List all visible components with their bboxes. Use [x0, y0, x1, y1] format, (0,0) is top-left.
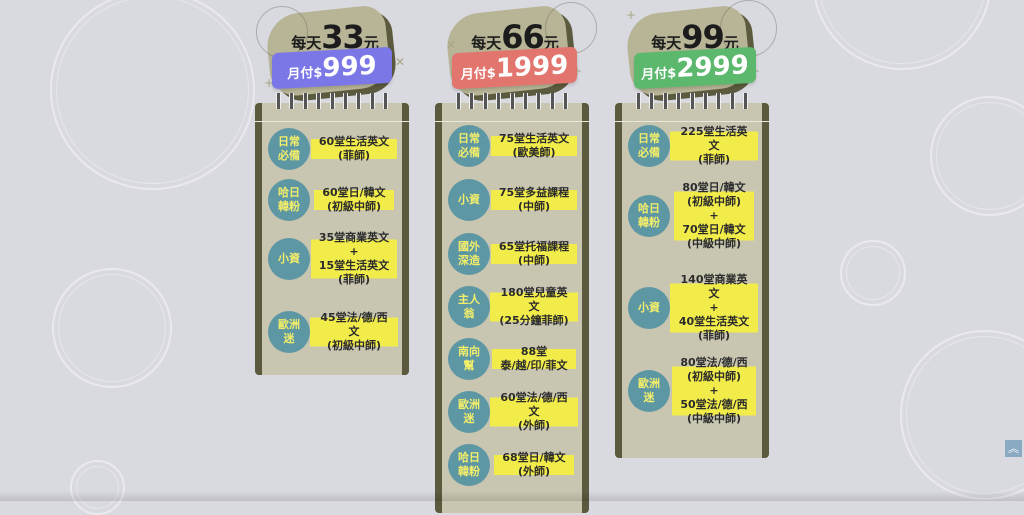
plan-item: 小資 35堂商業英文+15堂生活英文(菲師)	[268, 231, 398, 287]
item-description: 75堂多益課程(中師)	[490, 186, 578, 214]
item-description: 88堂泰/越/印/菲文	[490, 345, 578, 373]
price-header: + + 每天99元 月付$2999	[610, 0, 780, 105]
category-badge: 小資	[268, 238, 310, 280]
decorative-ring	[812, 0, 992, 70]
item-description: 60堂生活英文(菲師)	[310, 135, 398, 163]
category-badge: 歐洲迷	[628, 370, 670, 412]
item-description: 80堂日/韓文(初級中師)+70堂日/韓文(中級中師)	[670, 181, 758, 251]
daily-prefix: 每天	[471, 34, 502, 52]
category-badge: 日常必備	[448, 125, 490, 167]
plan-item: 歐洲迷 45堂法/德/西文(初級中師)	[268, 311, 398, 353]
spiral-binding	[456, 93, 568, 109]
item-description: 60堂日/韓文(初級中師)	[310, 186, 398, 214]
category-badge: 國外深造	[448, 233, 490, 275]
daily-prefix: 每天	[291, 34, 322, 52]
decorative-ring	[900, 330, 1024, 500]
item-description: 68堂日/韓文(外師)	[490, 451, 578, 479]
plan-card-basic: ✕ + 每天33元 月付$999 日常必備 60堂生活英文(菲師) 哈日韓粉 6…	[250, 0, 420, 501]
item-description: 80堂法/德/西(初級中師)+50堂法/德/西(中級中師)	[670, 356, 758, 426]
category-badge: 小資	[448, 179, 490, 221]
decorative-ring	[50, 0, 255, 190]
plan-item: 小資 140堂商業英文+40堂生活英文(菲師)	[628, 273, 758, 343]
monthly-amount: 2999	[676, 50, 749, 84]
plan-item: 小資 75堂多益課程(中師)	[448, 179, 578, 221]
item-description: 60堂法/德/西文(外師)	[490, 391, 578, 433]
item-description: 75堂生活英文(歐美師)	[490, 132, 578, 160]
category-badge: 南向幫	[448, 338, 490, 380]
notepad: 日常必備 60堂生活英文(菲師) 哈日韓粉 60堂日/韓文(初級中師) 小資 3…	[255, 93, 409, 375]
pad-top-line	[615, 103, 769, 122]
price-header: ✕ + 每天66元 月付$1999	[430, 0, 600, 105]
plan-item: 日常必備 60堂生活英文(菲師)	[268, 128, 398, 170]
plan-item: 哈日韓粉 68堂日/韓文(外師)	[448, 444, 578, 486]
plan-item: 南向幫 88堂泰/越/印/菲文	[448, 338, 578, 380]
decorative-ring	[840, 240, 906, 306]
daily-prefix: 每天	[651, 34, 682, 52]
sparkle-icon: ✕	[395, 55, 406, 69]
item-description: 65堂托福課程(中師)	[490, 240, 578, 268]
item-description: 225堂生活英文(菲師)	[670, 125, 758, 167]
plan-item: 歐洲迷 60堂法/德/西文(外師)	[448, 391, 578, 433]
scroll-to-top-button[interactable]: ︽	[1005, 440, 1022, 457]
category-badge: 哈日韓粉	[268, 179, 310, 221]
decorative-ring	[930, 96, 1024, 216]
category-badge: 日常必備	[268, 128, 310, 170]
item-description: 140堂商業英文+40堂生活英文(菲師)	[670, 273, 758, 343]
item-description: 180堂兒童英文(25分鐘菲師)	[490, 286, 578, 328]
plan-item: 主人翁 180堂兒童英文(25分鐘菲師)	[448, 286, 578, 328]
monthly-label: 月付$	[287, 65, 323, 83]
category-badge: 主人翁	[448, 286, 490, 328]
sparkle-icon: +	[626, 8, 637, 22]
sparkle-icon: +	[264, 76, 275, 90]
decorative-ring	[52, 268, 172, 388]
notepad: 日常必備 225堂生活英文(菲師) 哈日韓粉 80堂日/韓文(初級中師)+70堂…	[615, 93, 769, 458]
plan-item: 日常必備 225堂生活英文(菲師)	[628, 125, 758, 167]
category-badge: 歐洲迷	[448, 391, 490, 433]
item-description: 35堂商業英文+15堂生活英文(菲師)	[310, 231, 398, 287]
double-chevron-up-icon: ︽	[1008, 442, 1019, 455]
monthly-price-ribbon: 月付$2999	[634, 46, 756, 90]
notepad: 日常必備 75堂生活英文(歐美師) 小資 75堂多益課程(中師) 國外深造 65…	[435, 93, 589, 513]
spiral-binding	[636, 93, 748, 109]
pad-top-line	[255, 103, 409, 122]
monthly-amount: 1999	[495, 50, 569, 84]
sparkle-icon: ✕	[446, 38, 457, 52]
plan-card-standard: ✕ + 每天66元 月付$1999 日常必備 75堂生活英文(歐美師) 小資 7…	[430, 0, 600, 513]
plan-item: 國外深造 65堂托福課程(中師)	[448, 233, 578, 275]
plan-item: 哈日韓粉 80堂日/韓文(初級中師)+70堂日/韓文(中級中師)	[628, 181, 758, 251]
monthly-price-ribbon: 月付$1999	[452, 46, 577, 90]
category-badge: 歐洲迷	[268, 311, 310, 353]
monthly-amount: 999	[322, 50, 377, 84]
category-badge: 日常必備	[628, 125, 670, 167]
plan-item: 歐洲迷 80堂法/德/西(初級中師)+50堂法/德/西(中級中師)	[628, 356, 758, 426]
pad-top-line	[435, 103, 589, 122]
monthly-price-ribbon: 月付$999	[272, 46, 392, 90]
category-badge: 哈日韓粉	[448, 444, 490, 486]
bottom-shadow	[0, 491, 1024, 501]
sparkle-icon: +	[572, 64, 583, 78]
spiral-binding	[276, 93, 388, 109]
plan-item: 哈日韓粉 60堂日/韓文(初級中師)	[268, 179, 398, 221]
item-description: 45堂法/德/西文(初級中師)	[310, 311, 398, 353]
monthly-label: 月付$	[641, 65, 677, 83]
category-badge: 小資	[628, 287, 670, 329]
decorative-ring	[70, 460, 125, 515]
price-header: ✕ + 每天33元 月付$999	[250, 0, 420, 105]
category-badge: 哈日韓粉	[628, 195, 670, 237]
monthly-label: 月付$	[460, 65, 496, 83]
plan-item: 日常必備 75堂生活英文(歐美師)	[448, 125, 578, 167]
